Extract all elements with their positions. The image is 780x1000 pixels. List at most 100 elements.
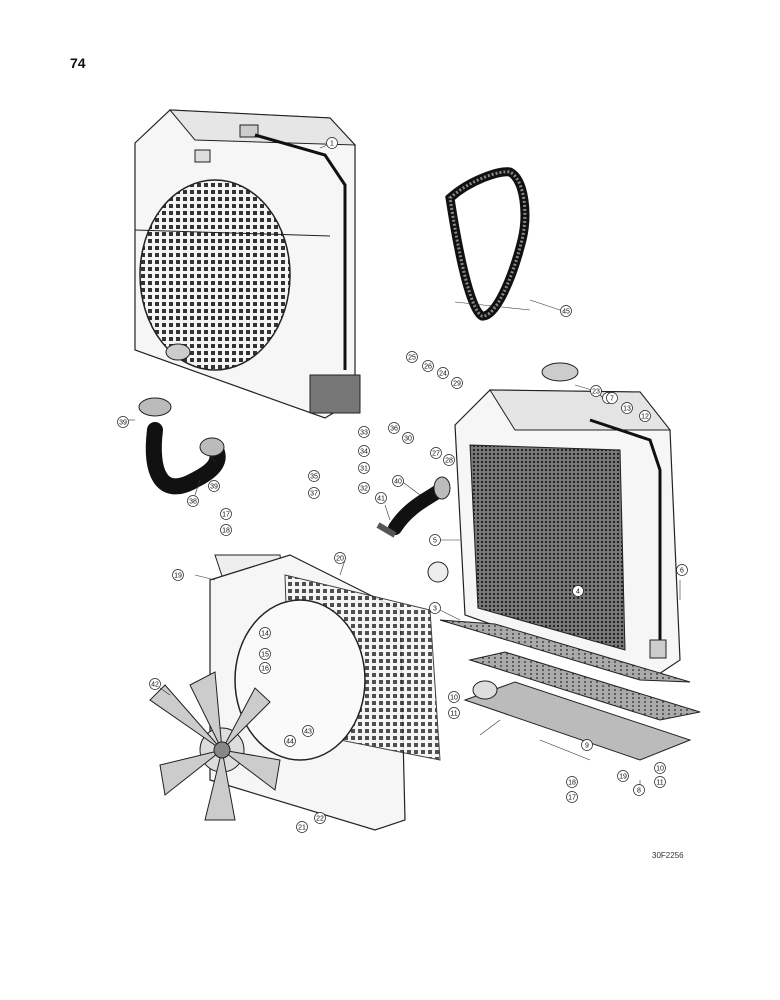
callout-label: 33 [360,430,368,437]
callout-label: 4 [576,589,580,596]
callout-34: 34 [358,445,370,457]
fan-belt [445,167,530,321]
callout-44: 44 [284,735,296,747]
callout-17: 17 [220,508,232,520]
callout-label: 29 [453,381,461,388]
callout-32: 32 [358,482,370,494]
callout-20: 20 [334,552,346,564]
callout-33: 33 [358,426,370,438]
callout-label: 14 [261,631,269,638]
callout-39b: 39 [208,480,220,492]
callout-label: 19 [174,573,182,580]
callout-41: 41 [375,492,387,504]
callout-18: 18 [220,524,232,536]
callout-7: 7 [606,392,618,404]
callout-16: 16 [259,662,271,674]
callout-23: 23 [590,385,602,397]
callout-10: 10 [654,762,666,774]
callout-22: 22 [314,812,326,824]
callout-label: 19 [619,774,627,781]
callout-45: 45 [560,305,572,317]
callout-label: 35 [310,474,318,481]
callout-35: 35 [308,470,320,482]
callout-label: 27 [432,451,440,458]
callout-label: 21 [298,825,306,832]
callout-label: 5 [433,538,437,545]
callout-26: 26 [422,360,434,372]
callout-30: 30 [402,432,414,444]
callout-label: 36 [390,426,398,433]
callout-label: 24 [439,371,447,378]
callout-label: 1 [330,141,334,148]
callout-label: 30 [404,436,412,443]
callout-label: 10 [656,766,664,773]
callout-label: 42 [151,682,159,689]
callout-label: 38 [189,499,197,506]
callout-label: 6 [680,568,684,575]
callout-27: 27 [430,447,442,459]
callout-label: 37 [310,491,318,498]
callout-8: 8 [633,784,645,796]
callout-14: 14 [259,627,271,639]
callout-label: 45 [562,309,570,316]
callout-label: 13 [623,406,631,413]
callout-label: 25 [408,355,416,362]
page-number: 74 [70,55,86,71]
callout-label: 23 [592,389,600,396]
hoses-and-clamps [138,397,451,538]
callout-10b: 10 [448,691,460,703]
callout-label: 15 [261,652,269,659]
callout-36: 36 [388,422,400,434]
callout-label: 39 [210,484,218,491]
upper-radiator-shroud [134,109,361,419]
callout-18b: 18 [566,776,578,788]
callout-label: 31 [360,466,368,473]
callout-label: 32 [360,486,368,493]
callout-6: 6 [676,564,688,576]
callout-21: 21 [296,821,308,833]
cooling-fan [149,671,281,821]
callout-38: 38 [187,495,199,507]
callout-13: 13 [621,402,633,414]
callout-label: 39 [119,420,127,427]
part-callouts: 1 2 3 4 5 6 8 9 10 11 12 13 14 15 16 17 … [117,137,688,833]
callout-label: 28 [445,458,453,465]
callout-label: 40 [394,479,402,486]
callout-19: 19 [172,569,184,581]
callout-37: 37 [308,487,320,499]
callout-25: 25 [406,351,418,363]
callout-label: 43 [304,729,312,736]
callout-19b: 19 [617,770,629,782]
callout-label: 17 [222,512,230,519]
callout-label: 34 [360,449,368,456]
lower-fan-shroud [209,554,441,831]
figure-code: 30F2256 [652,851,684,860]
callout-label: 11 [656,780,663,787]
callout-label: 18 [568,780,576,787]
bottom-tank-and-gaskets [439,619,701,761]
callout-11: 11 [654,776,666,788]
callout-5: 5 [429,534,441,546]
callout-label: 3 [433,606,437,613]
callout-label: 11 [450,711,457,718]
callout-label: 8 [637,788,641,795]
callout-31: 31 [358,462,370,474]
callout-42: 42 [149,678,161,690]
callout-43: 43 [302,725,314,737]
callout-label: 16 [261,666,269,673]
callout-label: 41 [377,496,385,503]
callout-label: 26 [424,364,432,371]
callout-12: 12 [639,410,651,422]
callout-17b: 17 [566,791,578,803]
callout-40: 40 [392,475,404,487]
callout-28: 28 [443,454,455,466]
callout-4: 4 [572,585,584,597]
callout-11b: 11 [448,707,460,719]
callout-label: 44 [286,739,294,746]
callout-3: 3 [429,602,441,614]
callout-label: 17 [568,795,576,802]
callout-label: 9 [585,743,589,750]
callout-29: 29 [451,377,463,389]
callout-1: 1 [326,137,338,149]
